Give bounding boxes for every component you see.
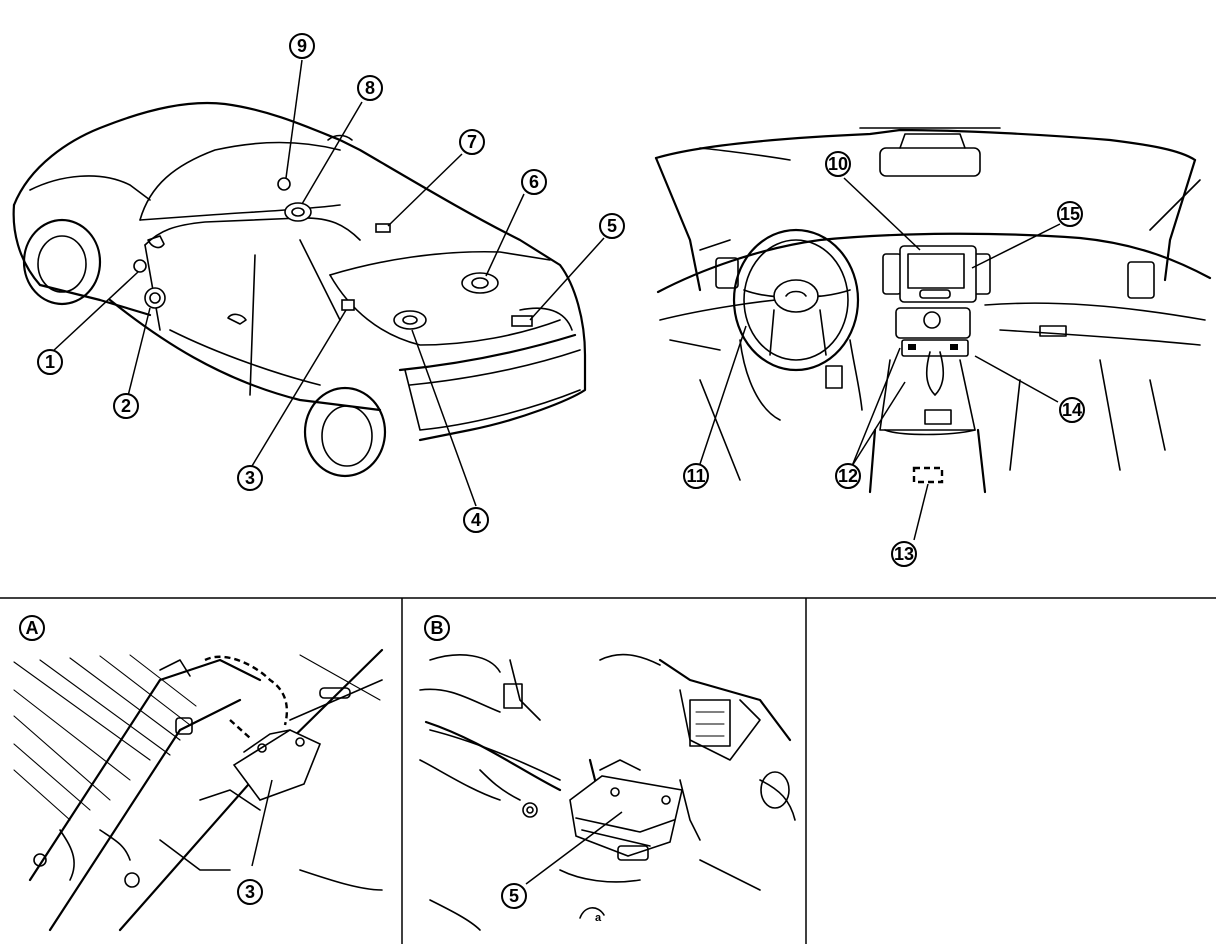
svg-text:4: 4 [471, 510, 481, 530]
amp-module-a [232, 729, 322, 801]
speaker-rear-left-icon [393, 310, 427, 330]
callout-11: 11 [683, 463, 709, 489]
detail-b-footnote: a [595, 912, 602, 924]
svg-text:6: 6 [529, 172, 539, 192]
detail-b-label: B [424, 615, 450, 641]
svg-text:15: 15 [1060, 204, 1080, 224]
callout-4: 4 [463, 507, 489, 533]
speaker-front-tweeter-icon [133, 259, 147, 273]
callout-14: 14 [1059, 397, 1085, 423]
callout-7: 7 [459, 129, 485, 155]
svg-text:7: 7 [467, 132, 477, 152]
svg-text:B: B [431, 618, 444, 638]
speaker-rear-right-icon [461, 272, 499, 294]
svg-text:14: 14 [1062, 400, 1082, 420]
detail-b-callout: 5 [501, 883, 527, 909]
steering-wheel [732, 228, 860, 372]
callout-6: 6 [521, 169, 547, 195]
callout-8: 8 [357, 75, 383, 101]
svg-text:8: 8 [365, 78, 375, 98]
detail-a-label: A [19, 615, 45, 641]
svg-text:13: 13 [894, 544, 914, 564]
speaker-front-door-icon [144, 287, 166, 309]
amp-module-b [569, 775, 683, 857]
detail-a-view [13, 648, 384, 932]
callout-9: 9 [289, 33, 315, 59]
svg-text:5: 5 [509, 886, 519, 906]
svg-text:9: 9 [297, 36, 307, 56]
callout-15: 15 [1057, 201, 1083, 227]
car-exterior-view [12, 59, 605, 507]
callout-1: 1 [37, 349, 63, 375]
hidden-module-icon [912, 466, 944, 484]
svg-text:5: 5 [607, 216, 617, 236]
svg-text:A: A [26, 618, 39, 638]
speaker-center-icon [284, 202, 312, 222]
car-interior-view [654, 127, 1212, 541]
tweeter-center-icon [277, 177, 291, 191]
audio-amp-icon [341, 299, 355, 311]
callout-5: 5 [599, 213, 625, 239]
detail-b-view [419, 653, 796, 931]
rearview-mirror [879, 147, 981, 177]
callout-13: 13 [891, 541, 917, 567]
svg-text:3: 3 [245, 468, 255, 488]
detail-a-callout: 3 [237, 879, 263, 905]
svg-text:10: 10 [828, 154, 848, 174]
callout-12: 12 [835, 463, 861, 489]
callout-3: 3 [237, 465, 263, 491]
callout-10: 10 [825, 151, 851, 177]
callout-group: 1 2 3 4 5 6 7 8 9 10 11 12 13 14 15 A 3 … [19, 33, 1085, 924]
svg-text:a: a [595, 912, 602, 924]
center-component-icon [375, 223, 391, 233]
rear-component-icon [511, 315, 533, 327]
svg-text:12: 12 [838, 466, 858, 486]
callout-2: 2 [113, 393, 139, 419]
svg-text:3: 3 [245, 882, 255, 902]
svg-text:1: 1 [45, 352, 55, 372]
svg-text:11: 11 [686, 466, 705, 486]
svg-text:2: 2 [121, 396, 131, 416]
